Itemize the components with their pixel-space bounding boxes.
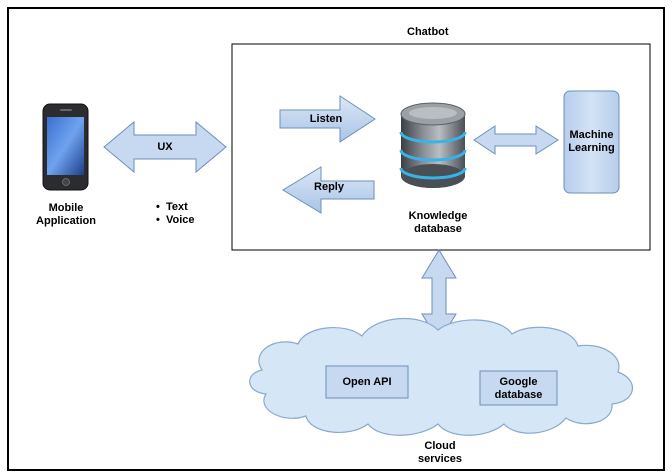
ux-label: UX (157, 141, 173, 153)
cloud-label-line2: services (417, 453, 463, 465)
database-icon (399, 102, 467, 188)
machine-learning-label: Machine Learning (564, 129, 619, 155)
open-api-label: Open API (342, 376, 392, 388)
ux-modes-list: •Text •Voice (156, 201, 195, 227)
google-label-line2: database (494, 389, 543, 401)
google-database-box (479, 370, 558, 406)
db-ml-double-arrow (473, 125, 559, 155)
ml-label-line2: Learning (568, 142, 615, 154)
listen-label: Listen (309, 113, 343, 125)
open-api-box (325, 365, 409, 399)
knowledge-label-line2: database (414, 223, 462, 235)
reply-arrow (282, 166, 375, 214)
google-label-line1: Google (499, 376, 538, 388)
google-database-label: Google database (480, 376, 557, 402)
mobile-app-label-line1: Mobile (48, 202, 84, 214)
outer-frame (7, 7, 665, 471)
chatbot-title: Chatbot (407, 26, 449, 38)
cloud-services-shape (249, 317, 634, 436)
listen-arrow (279, 95, 376, 143)
ux-mode-voice: •Voice (156, 214, 195, 226)
ux-double-arrow (103, 120, 227, 174)
cloud-label-line1: Cloud (424, 440, 456, 452)
machine-learning-box (563, 90, 620, 194)
mobile-app-label-line2: Application (36, 215, 96, 227)
mobile-app-label: Mobile Application (30, 202, 102, 228)
ux-mode-text: •Text (156, 201, 188, 213)
ml-label-line1: Machine (569, 129, 614, 141)
knowledge-database-label: Knowledge database (395, 210, 481, 236)
cloud-services-label: Cloud services (412, 440, 468, 466)
knowledge-label-line1: Knowledge (408, 210, 468, 222)
reply-label: Reply (314, 181, 344, 193)
mobile-phone-icon (42, 103, 89, 191)
